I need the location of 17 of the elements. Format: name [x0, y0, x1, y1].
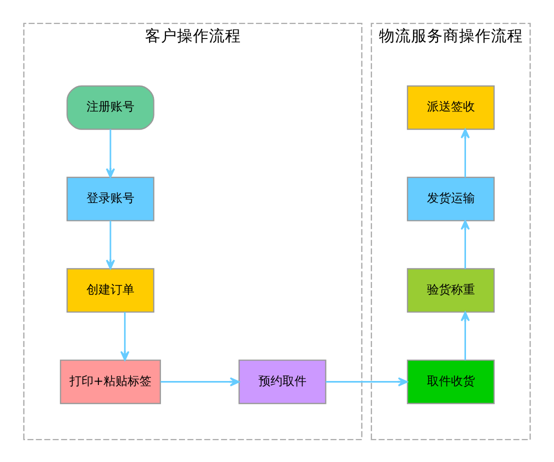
arrow: [326, 376, 408, 386]
node-box: 派送签收: [406, 84, 495, 130]
node-box: 预约取件: [238, 359, 326, 404]
arrow: [460, 128, 470, 177]
arrow: [160, 376, 240, 386]
arrow: [120, 312, 130, 360]
node-box: 发货运输: [406, 176, 495, 221]
node-box: 登录账号: [66, 176, 154, 221]
arrow: [106, 220, 115, 269]
node-box: 打印+粘贴标签: [60, 359, 161, 404]
arrow: [460, 310, 470, 360]
node-box: 注册账号: [66, 84, 154, 130]
node-box: 创建订单: [66, 268, 154, 312]
node-box: 取件收货: [406, 359, 495, 404]
arrow: [106, 128, 115, 178]
node-box: 验货称重: [406, 268, 495, 312]
arrow: [460, 220, 470, 268]
